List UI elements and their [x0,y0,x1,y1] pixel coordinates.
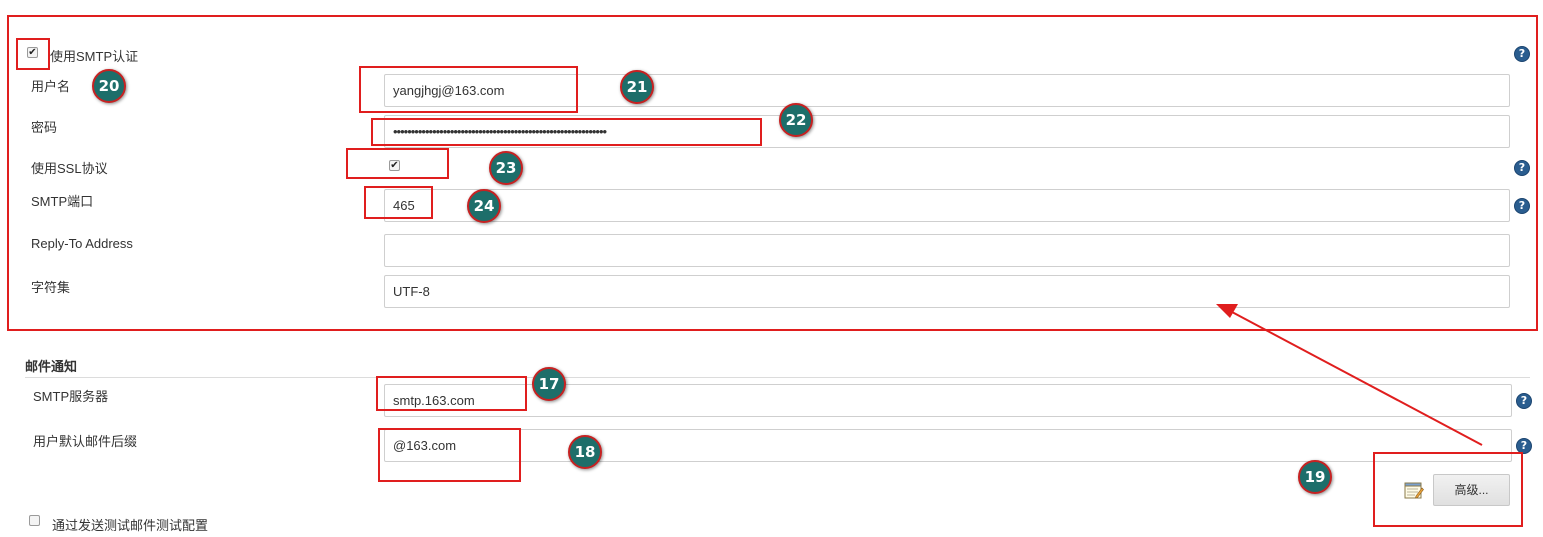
annotation-badge-19: 19 [1298,460,1332,494]
smtp-auth-checkbox[interactable]: ✔ [27,47,38,58]
ssl-label: 使用SSL协议 [31,161,108,176]
advanced-button[interactable]: 高级... [1433,474,1510,506]
annotation-badge-18: 18 [568,435,602,469]
username-label: 用户名 [31,79,71,94]
annotation-badge-21: 21 [620,70,654,104]
annotation-box-auth-checkbox [16,38,50,70]
smtp-server-field[interactable]: smtp.163.com [384,384,1512,417]
test-config-label: 通过发送测试邮件测试配置 [52,518,209,533]
help-icon[interactable]: ? [1514,160,1530,176]
charset-field[interactable]: UTF-8 [384,275,1510,308]
password-field[interactable]: ••••••••••••••••••••••••••••••••••••••••… [384,115,1510,148]
test-config-checkbox[interactable] [29,515,40,526]
help-icon[interactable]: ? [1514,46,1530,62]
annotation-badge-22: 22 [779,103,813,137]
default-suffix-label: 用户默认邮件后缀 [33,434,138,449]
annotation-box-suffix [378,428,521,482]
annotation-box-port [364,186,433,219]
smtp-server-label: SMTP服务器 [33,389,109,404]
annotation-box-password [371,118,762,146]
smtp-auth-label: 使用SMTP认证 [50,49,139,64]
help-icon[interactable]: ? [1516,438,1532,454]
section-divider [25,377,1530,378]
ssl-checkbox[interactable]: ✔ [389,160,400,171]
reply-to-field[interactable] [384,234,1510,267]
username-field[interactable]: yangjhgj@163.com [384,74,1510,107]
annotation-box-username [359,66,578,113]
password-label: 密码 [31,120,58,135]
charset-label: 字符集 [31,280,71,295]
section-title-mail-notify: 邮件通知 [25,359,78,374]
annotation-badge-24: 24 [467,189,501,223]
help-icon[interactable]: ? [1514,198,1530,214]
reply-to-label: Reply-To Address [31,236,133,251]
annotation-box-smtp-server [376,376,527,411]
annotation-box-smtp-auth-section [7,15,1538,331]
annotation-badge-20: 20 [92,69,126,103]
smtp-port-label: SMTP端口 [31,194,94,209]
annotation-badge-17: 17 [532,367,566,401]
annotation-badge-23: 23 [489,151,523,185]
notepad-icon [1404,480,1424,500]
annotation-box-ssl [346,148,449,179]
annotation-box-advanced [1373,452,1523,527]
help-icon[interactable]: ? [1516,393,1532,409]
smtp-port-field[interactable]: 465 [384,189,1510,222]
